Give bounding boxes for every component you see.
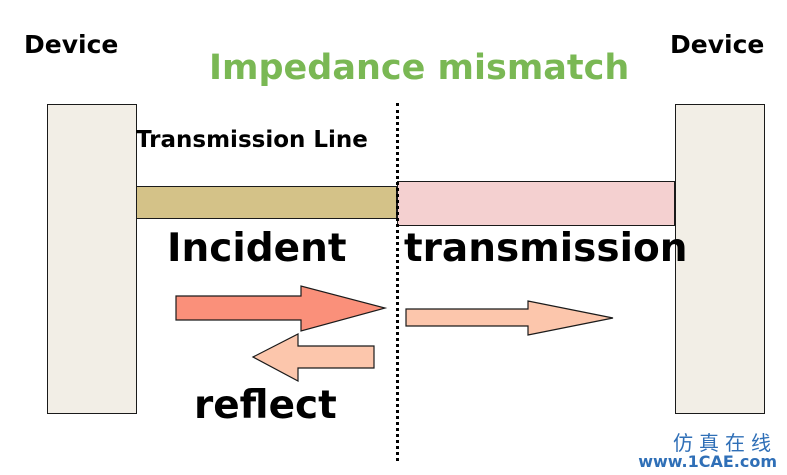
transmission-line-left-segment xyxy=(136,186,397,219)
transmission-label: transmission xyxy=(404,226,688,271)
transmission-line-label: Transmission Line xyxy=(136,127,368,153)
reflect-arrow-icon xyxy=(251,333,375,382)
device-left-label: Device xyxy=(24,30,119,59)
device-right-box xyxy=(675,104,765,414)
site-watermark: 仿真在线 www.1CAE.com xyxy=(638,433,777,471)
transmission-arrow-icon xyxy=(405,300,614,336)
mismatch-boundary-divider xyxy=(396,103,399,461)
device-right-label: Device xyxy=(670,30,765,59)
diagram-title: Impedance mismatch xyxy=(209,48,630,88)
transmission-line-right-segment xyxy=(397,181,675,226)
device-left-box xyxy=(47,104,137,414)
incident-label: Incident xyxy=(167,226,347,271)
watermark-chinese-text: 仿真在线 xyxy=(673,431,777,456)
watermark-url: www.1CAE.com xyxy=(638,452,777,472)
reflect-label: reflect xyxy=(194,383,337,428)
incident-arrow-icon xyxy=(175,285,388,332)
